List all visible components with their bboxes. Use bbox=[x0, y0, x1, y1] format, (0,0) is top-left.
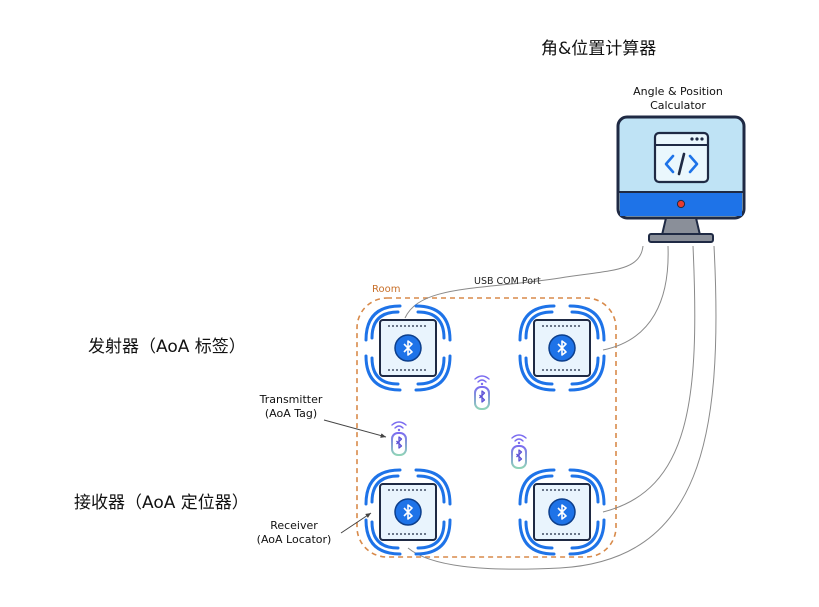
receiver-cn-label: 接收器（AoA 定位器） bbox=[74, 493, 249, 513]
receiver-arrow bbox=[340, 512, 372, 534]
tag-right bbox=[511, 434, 527, 469]
tag-left bbox=[391, 421, 407, 456]
cable-3 bbox=[602, 245, 696, 513]
receiver-en-line2: (AoA Locator) bbox=[256, 533, 332, 546]
receiver-en-line1: Receiver bbox=[270, 519, 318, 532]
transmitter-en-label: Transmitter (AoA Tag) bbox=[250, 393, 332, 421]
transmitter-en-line2: (AoA Tag) bbox=[264, 407, 318, 420]
calculator-en-title: Angle & Position Calculator bbox=[628, 85, 728, 113]
usb-cables bbox=[404, 245, 717, 570]
cable-2 bbox=[602, 245, 669, 351]
code-window-icon bbox=[653, 131, 710, 184]
usb-com-port-label: USB COM Port bbox=[474, 276, 541, 287]
transmitter-en-line1: Transmitter bbox=[259, 393, 323, 406]
room-boundary bbox=[356, 297, 617, 558]
locator-bottom-left bbox=[364, 468, 452, 556]
cable-1 bbox=[404, 245, 644, 319]
calculator-en-title-line2: Calculator bbox=[650, 99, 706, 112]
tag-center bbox=[474, 375, 490, 410]
monitor-icon bbox=[616, 115, 746, 243]
transmitter-cn-label: 发射器（AoA 标签） bbox=[88, 337, 246, 357]
locator-top-left bbox=[364, 304, 452, 392]
room-label: Room bbox=[372, 284, 400, 295]
calculator-en-title-line1: Angle & Position bbox=[633, 85, 723, 98]
locator-top-right bbox=[518, 304, 606, 392]
receiver-en-label: Receiver (AoA Locator) bbox=[249, 519, 339, 547]
transmitter-arrow bbox=[323, 419, 387, 438]
locator-bottom-right bbox=[518, 468, 606, 556]
cable-4 bbox=[407, 245, 717, 570]
calculator-cn-title: 角&位置计算器 bbox=[541, 39, 657, 59]
